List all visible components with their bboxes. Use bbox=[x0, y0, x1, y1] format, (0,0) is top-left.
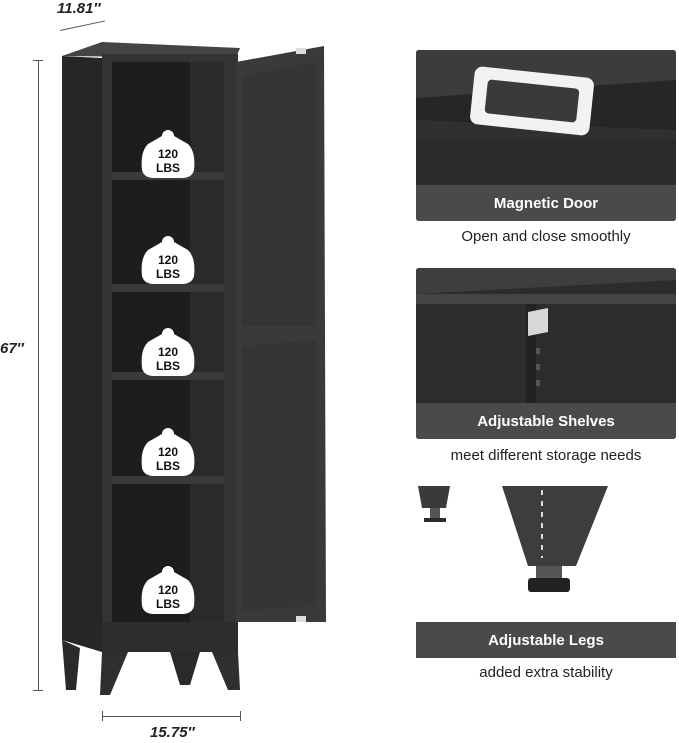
shelf bbox=[112, 284, 224, 292]
weight-badge: 120 LBS bbox=[141, 566, 195, 614]
adjustable-legs-title: Adjustable Legs bbox=[416, 622, 676, 658]
cabinet-leg bbox=[170, 652, 200, 685]
svg-text:LBS: LBS bbox=[156, 359, 180, 373]
weight-badge: 120 LBS bbox=[141, 328, 195, 376]
width-dimension-line bbox=[102, 716, 240, 717]
cabinet-leg bbox=[212, 652, 240, 690]
svg-text:LBS: LBS bbox=[156, 459, 180, 473]
cabinet-left-side bbox=[62, 56, 102, 652]
width-dimension-tick-left bbox=[102, 711, 103, 721]
svg-text:120: 120 bbox=[158, 253, 178, 267]
cabinet-base bbox=[102, 622, 238, 652]
svg-text:120: 120 bbox=[158, 583, 178, 597]
height-dimension-line bbox=[38, 60, 39, 690]
svg-text:120: 120 bbox=[158, 147, 178, 161]
adjustable-shelves-caption: meet different storage needs bbox=[450, 447, 642, 464]
svg-text:120: 120 bbox=[158, 445, 178, 459]
feature-panel-door: Magnetic Door bbox=[416, 50, 676, 221]
weight-badge: 120 LBS bbox=[141, 428, 195, 476]
depth-dimension-label: 11.81″ bbox=[57, 0, 101, 17]
svg-text:LBS: LBS bbox=[156, 161, 180, 175]
shelf bbox=[112, 476, 224, 484]
height-dimension-label: 67″ bbox=[0, 338, 24, 359]
magnetic-door-caption: Open and close smoothly bbox=[461, 228, 631, 245]
svg-text:LBS: LBS bbox=[156, 267, 180, 281]
height-dimension-tick-bottom bbox=[33, 690, 43, 691]
svg-text:LBS: LBS bbox=[156, 597, 180, 611]
weight-badge: 120 LBS bbox=[141, 130, 195, 178]
feature-panel-shelves: Adjustable Shelves bbox=[416, 268, 676, 439]
cabinet-leg bbox=[100, 652, 128, 695]
magnetic-door-title: Magnetic Door bbox=[416, 185, 676, 221]
width-dimension-tick-right bbox=[240, 711, 241, 721]
adjustable-legs-caption: added extra stability bbox=[479, 664, 613, 681]
svg-text:120: 120 bbox=[158, 345, 178, 359]
adjustable-shelves-title: Adjustable Shelves bbox=[416, 403, 676, 439]
height-dimension-tick-top bbox=[33, 60, 43, 61]
adjustable-legs-photo bbox=[416, 486, 676, 598]
weight-badge: 120 LBS bbox=[141, 236, 195, 284]
cabinet-leg bbox=[62, 640, 80, 690]
width-dimension-label: 15.75″ bbox=[150, 724, 195, 741]
